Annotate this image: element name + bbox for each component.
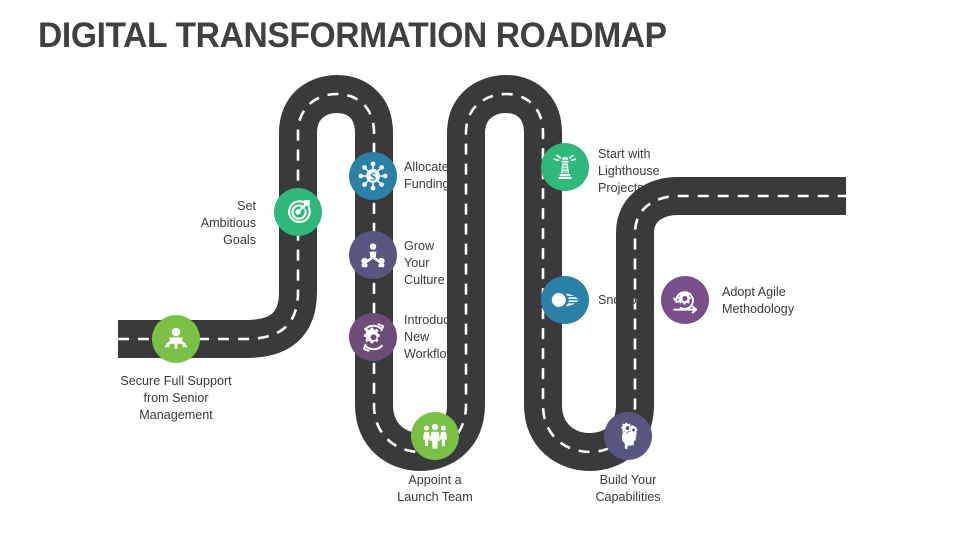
label-secure-full-support: Secure Full Support from Senior Manageme… xyxy=(120,374,232,422)
label-introduce-new-workflows: Introduce New Workflows xyxy=(404,313,462,361)
executive-person-icon xyxy=(161,324,191,354)
label-snowball: Snowball xyxy=(598,293,650,307)
label-adopt-agile-methodology: Adopt Agile Methodology xyxy=(722,285,795,316)
three-people-icon xyxy=(420,421,450,451)
node-allocate-funding[interactable]: $ xyxy=(349,152,397,200)
label-grow-your-culture: Grow Your Culture xyxy=(404,239,445,287)
node-snowball[interactable] xyxy=(541,276,589,324)
node-secure-full-support[interactable] xyxy=(152,315,200,363)
head-gears-icon xyxy=(613,421,643,451)
node-introduce-new-workflows[interactable] xyxy=(349,313,397,361)
svg-text:$: $ xyxy=(370,171,376,184)
label-appoint-a-launch-team: Appoint a Launch Team xyxy=(397,473,473,504)
node-start-with-lighthouse-projects[interactable] xyxy=(541,143,589,191)
label-start-with-lighthouse-projects: Start with Lighthouse Projects xyxy=(598,147,660,195)
lighthouse-icon xyxy=(550,152,580,182)
node-appoint-a-launch-team[interactable] xyxy=(411,412,459,460)
node-grow-your-culture[interactable] xyxy=(349,231,397,279)
dollar-network-icon: $ xyxy=(357,160,389,192)
gear-refresh-icon xyxy=(358,322,389,353)
agile-cycle-icon xyxy=(670,285,701,316)
label-allocate-funding: Allocate Funding xyxy=(404,160,450,191)
label-build-your-capabilities: Build Your Capabilities xyxy=(595,473,661,504)
node-adopt-agile-methodology[interactable] xyxy=(661,276,709,324)
page-title: DIGITAL TRANSFORMATION ROADMAP xyxy=(38,16,667,55)
node-build-your-capabilities[interactable] xyxy=(604,412,652,460)
snowball-motion-icon xyxy=(549,287,581,313)
label-set-ambitious-goals: Set Ambitious Goals xyxy=(200,199,256,247)
people-circle-icon xyxy=(358,240,388,270)
target-arrow-icon xyxy=(283,197,313,227)
node-set-ambitious-goals[interactable] xyxy=(274,188,322,236)
